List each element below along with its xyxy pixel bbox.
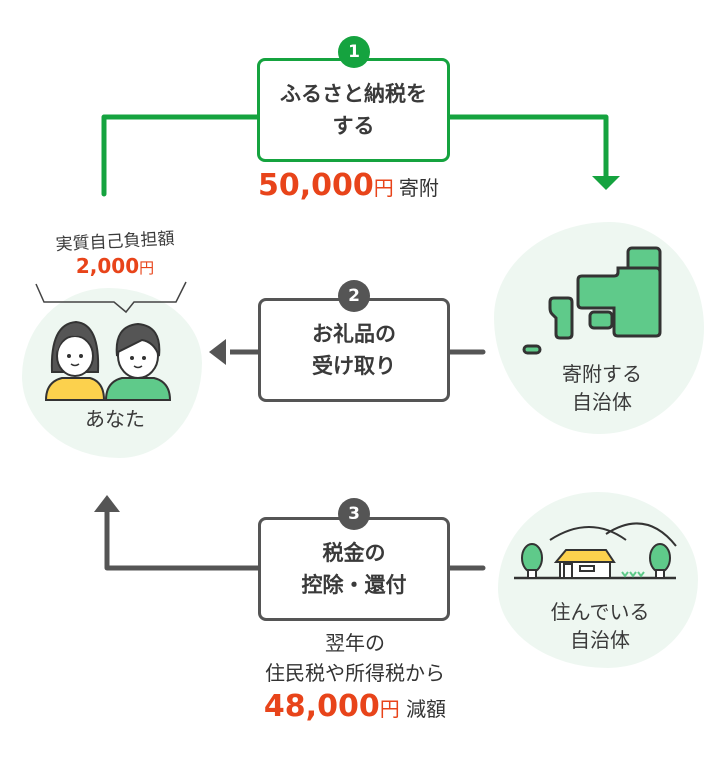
step-3-box: 税金の 控除・還付 — [258, 517, 450, 621]
step-1-label-line2: する — [332, 114, 375, 138]
tree-icon — [521, 543, 543, 579]
town-icon — [514, 522, 677, 580]
self-burden-amount: 2,000 — [75, 254, 140, 278]
deduction-text: 翌年の 住民税や所得税から 48,000円 減額 — [200, 628, 510, 724]
step-3-badge: 3 — [338, 498, 370, 530]
step-2-badge: 2 — [338, 280, 370, 312]
japan-map-icon — [522, 246, 662, 355]
you-label: あなた — [85, 407, 145, 431]
flow-line-step3-left — [104, 509, 263, 571]
arrow-down-icon — [592, 176, 620, 190]
deduction-line2: 住民税や所得税から — [265, 661, 445, 685]
donate-municipality-line1: 寄附する — [562, 362, 642, 386]
donation-amount-unit: 円 — [373, 176, 394, 200]
donation-amount-value: 50,000 — [258, 168, 374, 203]
tree-icon — [649, 543, 671, 579]
self-burden-unit: 円 — [139, 259, 155, 277]
arrow-up-icon — [94, 495, 120, 512]
donation-suffix: 寄附 — [398, 176, 439, 200]
house-icon — [553, 549, 616, 579]
step-2-label-line1: お礼品の — [312, 322, 396, 346]
donation-amount: 50,000円 寄附 — [258, 168, 458, 203]
home-municipality-line1: 住んでいる — [550, 600, 650, 624]
step-1-label-line1: ふるさと納税を — [280, 82, 427, 106]
deduction-suffix: 減額 — [406, 697, 447, 721]
home-municipality-background-blob — [498, 492, 698, 668]
man-icon — [104, 322, 172, 401]
step-3-label-line2: 控除・還付 — [301, 573, 407, 597]
woman-icon — [44, 320, 106, 401]
step-3-label-line1: 税金の — [322, 541, 386, 565]
deduction-amount-unit: 円 — [379, 697, 400, 721]
home-municipality-line2: 自治体 — [570, 628, 630, 652]
step-2-box: お礼品の 受け取り — [258, 298, 450, 402]
step-2-label-line2: 受け取り — [312, 354, 396, 378]
deduction-line1: 翌年の — [325, 631, 385, 655]
donate-municipality-line2: 自治体 — [572, 390, 632, 414]
deduction-amount-value: 48,000 — [263, 689, 380, 724]
self-burden-bubble: 実質自己負担額 2,000円 — [30, 229, 200, 280]
step-1-badge: 1 — [338, 36, 370, 68]
grass-icon — [621, 571, 645, 578]
home-municipality-label: 住んでいる 自治体 — [530, 598, 670, 654]
speech-bubble-outline — [35, 281, 187, 314]
arrow-left-icon — [209, 339, 226, 365]
step-1-box: ふるさと納税を する — [257, 58, 450, 162]
donate-municipality-label: 寄附する 自治体 — [534, 360, 670, 416]
people-illustration — [44, 320, 172, 401]
